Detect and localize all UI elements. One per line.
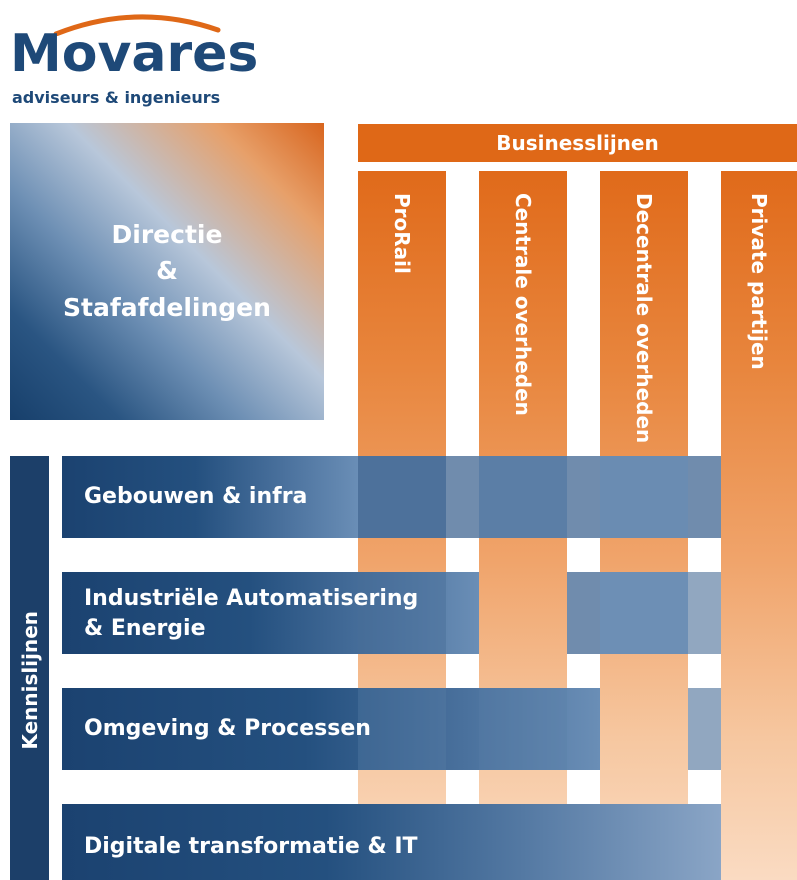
row-overlay — [358, 572, 446, 654]
row-bar — [62, 572, 479, 654]
row-label-line-1: Industriële Automatisering — [84, 586, 419, 611]
kennislijnen-label: Kennislijnen — [17, 611, 42, 750]
kennislijn-row-digitale-transformatie: Digitale transformatie & IT — [62, 804, 797, 880]
row-gap-fill — [479, 456, 567, 538]
row-bar — [62, 804, 721, 880]
row-label-line-2: & Energie — [84, 615, 206, 641]
logo-tagline: adviseurs & ingenieurs — [12, 88, 221, 107]
row-overlay — [479, 688, 567, 770]
row-label: Digitale transformatie & IT — [84, 834, 418, 859]
directie-line-2: & — [156, 256, 178, 286]
logo-wordmark: Movares — [10, 24, 259, 84]
kennislijn-row-gebouwen: Gebouwen & infra — [62, 456, 797, 538]
row-label: Omgeving & Processen — [84, 716, 371, 741]
directie-label: Directie & Stafafdelingen — [63, 217, 271, 326]
row-bar — [62, 456, 358, 538]
businesslijnen-header: Businesslijnen — [358, 124, 797, 162]
kennislijn-row-industriele-automatisering: Industriële Automatisering & Energie — [62, 572, 797, 654]
row-gap-fill — [600, 456, 688, 538]
row-overlay — [358, 688, 446, 770]
row-overlay — [688, 456, 721, 538]
directie-line-1: Directie — [111, 220, 223, 250]
directie-line-3: Stafafdelingen — [63, 292, 271, 322]
row-gap-fill — [358, 456, 446, 538]
column-private-partijen: Private partijen — [721, 171, 797, 880]
directie-block: Directie & Stafafdelingen — [10, 123, 324, 420]
row-gap-fill — [600, 572, 688, 654]
row-bar — [62, 688, 600, 770]
row-overlay — [567, 572, 600, 654]
column-label: ProRail — [390, 193, 414, 274]
column-label: Private partijen — [747, 193, 771, 370]
row-label: Gebouwen & infra — [84, 484, 308, 509]
kennislijnen-bar: Kennislijnen — [10, 456, 49, 880]
row-overlay — [688, 688, 721, 770]
kennislijn-row-omgeving: Omgeving & Processen — [62, 688, 797, 770]
row-label: Industriële Automatisering & Energie — [84, 584, 418, 643]
column-label: Decentrale overheden — [632, 193, 656, 444]
logo-arc — [53, 14, 221, 36]
column-label: Centrale overheden — [511, 193, 535, 416]
row-overlay — [688, 572, 721, 654]
